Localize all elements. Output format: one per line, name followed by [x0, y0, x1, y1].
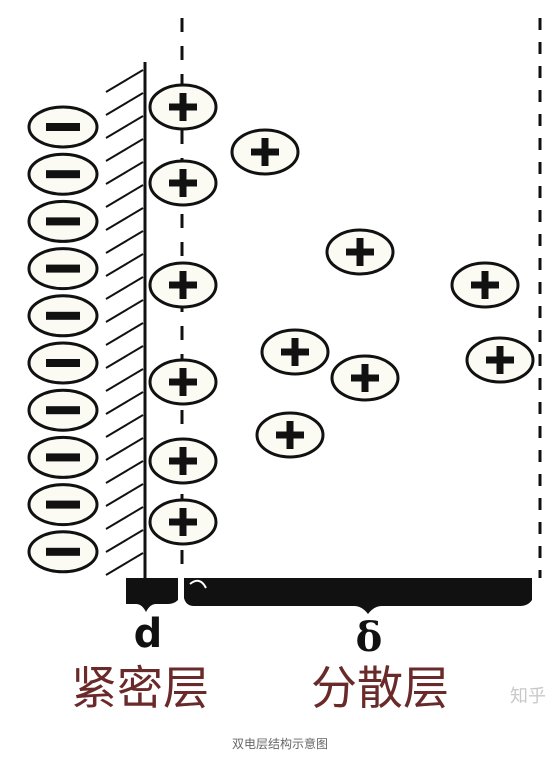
caption: 双电层结构示意图: [232, 736, 328, 751]
negative-ion: [27, 294, 99, 338]
hatch-line: [105, 184, 144, 208]
hatch-line: [105, 276, 144, 300]
hatch-line: [105, 230, 144, 254]
compact-cation: [148, 437, 218, 485]
hatch-line: [105, 391, 144, 415]
watermark: 知乎: [510, 686, 546, 707]
hatch-line: [105, 552, 144, 576]
negative-ion: [27, 530, 99, 574]
negative-ion: [27, 247, 99, 291]
negative-ion: [27, 105, 99, 149]
hatch-line: [105, 460, 144, 484]
hatch-line: [105, 92, 144, 116]
thickness-brackets: [126, 578, 532, 614]
hatch-line: [105, 368, 144, 392]
hatch-line: [105, 299, 144, 323]
hatch-line: [105, 138, 144, 162]
negative-ion: [27, 435, 99, 479]
negative-ion: [27, 483, 99, 527]
compact-layer-label: 紧密层: [71, 661, 209, 715]
diffuse-layer-label: 分散层: [311, 661, 449, 715]
negative-ion: [27, 341, 99, 385]
compact-layer-bracket: [126, 578, 178, 612]
electrode-hatching: [105, 69, 144, 576]
positive-ions: [148, 83, 535, 546]
negative-charges: [27, 105, 99, 574]
hatch-line: [105, 207, 144, 231]
negative-ion: [27, 199, 99, 243]
hatch-line: [105, 483, 144, 507]
diffuse-cation: [330, 354, 400, 402]
hatch-line: [105, 414, 144, 438]
hatch-line: [105, 345, 144, 369]
hatch-line: [105, 69, 144, 93]
negative-ion: [27, 388, 99, 432]
hatch-line: [105, 115, 144, 139]
diffuse-layer-bracket: [184, 578, 532, 614]
negative-ion: [27, 152, 99, 196]
hatch-line: [105, 161, 144, 185]
diffuse-cation: [260, 328, 330, 376]
compact-thickness-label: d: [134, 611, 163, 657]
diffuse-cation: [255, 411, 325, 459]
diffuse-thickness-label: δ: [356, 614, 383, 661]
hatch-line: [105, 322, 144, 346]
diffuse-cation: [450, 261, 520, 309]
diffuse-cation: [465, 336, 535, 384]
compact-cation: [148, 498, 218, 546]
hatch-line: [105, 529, 144, 553]
hatch-line: [105, 437, 144, 461]
hatch-line: [105, 253, 144, 277]
compact-cation: [148, 261, 218, 309]
diffuse-cation: [230, 128, 300, 176]
diffuse-cation: [325, 228, 395, 276]
compact-cation: [148, 358, 218, 406]
compact-cation: [148, 159, 218, 207]
compact-cation: [148, 83, 218, 131]
hatch-line: [105, 506, 144, 530]
